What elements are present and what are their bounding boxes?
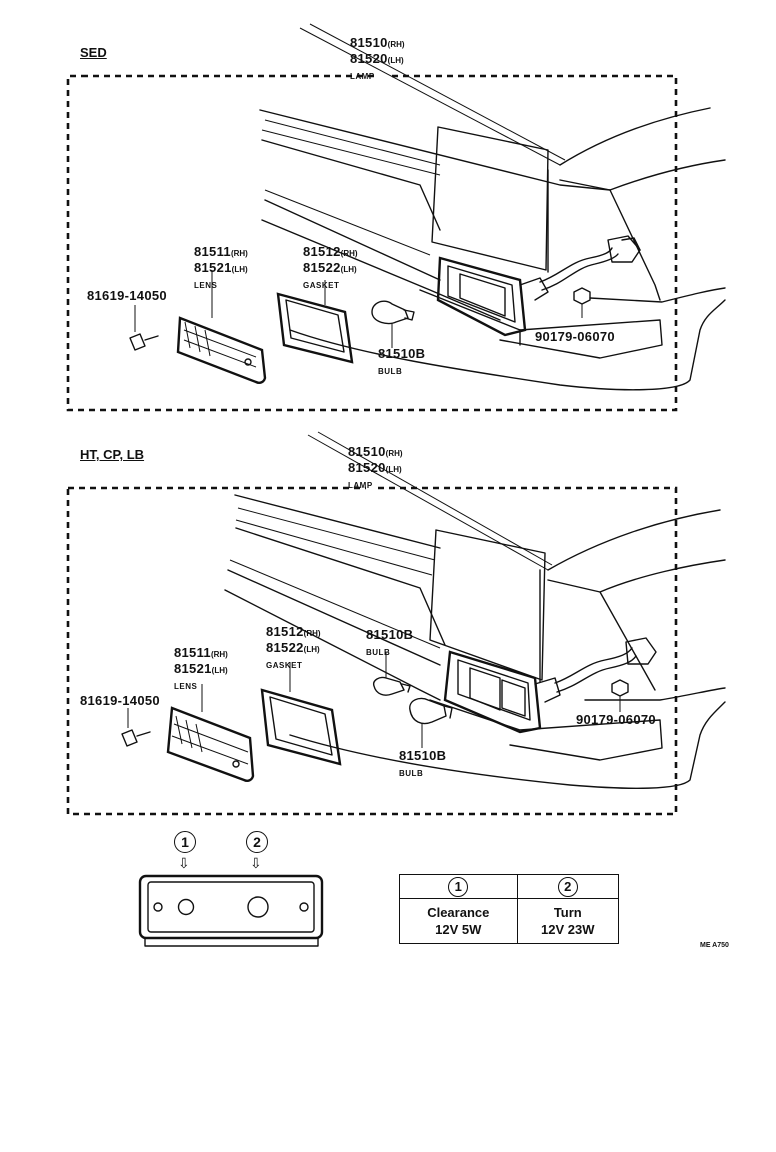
spec-cell-2: Turn 12V 23W <box>516 898 620 944</box>
part-number: 81521 <box>174 661 212 676</box>
legend-lens-drawing <box>138 874 324 947</box>
part-number: 81521 <box>194 260 232 275</box>
ht-lens <box>166 706 255 782</box>
sed-bulb <box>371 300 409 325</box>
side-suffix: (RH) <box>303 629 321 638</box>
part-name: LENS <box>194 281 218 290</box>
ht-group <box>66 431 726 816</box>
ht-nut-label: 90179-06070 <box>576 712 656 727</box>
spec-function-1: Clearance <box>427 905 490 920</box>
part-name: BULB <box>399 769 424 778</box>
ht-gasket <box>260 688 342 766</box>
part-number: 81512 <box>303 244 341 259</box>
part-name: LAMP <box>350 72 375 81</box>
ht-nut <box>611 679 629 697</box>
side-suffix: (LH) <box>231 265 248 274</box>
part-number: 81512 <box>266 624 304 639</box>
side-suffix: (RH) <box>387 40 405 49</box>
side-suffix: (RH) <box>230 249 248 258</box>
part-name: GASKET <box>266 661 303 670</box>
side-suffix: (RH) <box>210 650 228 659</box>
sed-gasket <box>276 292 354 364</box>
part-number: 81510B <box>366 627 414 642</box>
side-suffix: (RH) <box>340 249 358 258</box>
sed-lamp-housing <box>436 256 527 337</box>
part-number: 81510 <box>348 444 386 459</box>
spec-cell-1: Clearance 12V 5W <box>399 898 518 944</box>
part-name: BULB <box>366 648 391 657</box>
bulb-spec-table: 1 2 Clearance 12V 5W Turn 12V 23W <box>399 874 620 944</box>
sed-nut-label: 90179-06070 <box>535 329 615 344</box>
part-number: 81511 <box>174 645 211 660</box>
sed-boundary <box>66 74 678 412</box>
ht-bulb-upper-label: 81510B BULB <box>366 627 413 659</box>
ht-section-title: HT, CP, LB <box>80 447 145 462</box>
side-suffix: (RH) <box>385 449 403 458</box>
drawing-code: ME A750 <box>700 942 729 949</box>
sed-screw <box>129 333 146 351</box>
part-name: BULB <box>378 367 403 376</box>
part-number: 81510B <box>378 346 426 361</box>
part-name: LAMP <box>348 481 373 490</box>
part-number: 81520 <box>350 51 388 66</box>
part-number: 81522 <box>303 260 341 275</box>
ht-screw <box>121 729 138 747</box>
ht-boundary <box>66 486 678 816</box>
side-suffix: (LH) <box>385 465 402 474</box>
legend-marker-1: 1 <box>174 831 196 853</box>
part-number: 81510 <box>350 35 388 50</box>
sed-nut <box>573 287 591 305</box>
sed-lens-label: 81511(RH) 81521(LH) LENS <box>194 244 248 292</box>
ht-bulb-upper <box>373 676 405 696</box>
ht-bulb-lower-label: 81510B BULB <box>399 748 446 780</box>
part-number: 81520 <box>348 460 386 475</box>
spec-function-2: Turn <box>553 905 582 920</box>
ht-lens-label: 81511(RH) 81521(LH) LENS <box>174 645 228 693</box>
sed-lens <box>176 316 267 384</box>
ht-screw-label: 81619-14050 <box>80 693 160 708</box>
part-name: GASKET <box>303 281 340 290</box>
sed-group <box>66 23 726 412</box>
spec-header-2: 2 <box>516 874 620 899</box>
spec-header-1: 1 <box>399 874 518 899</box>
part-number: 81510B <box>399 748 447 763</box>
part-number: 81522 <box>266 640 304 655</box>
sed-bulb-label: 81510B BULB <box>378 346 425 378</box>
sed-section-title: SED <box>80 45 107 60</box>
sed-gasket-label: 81512(RH) 81522(LH) GASKET <box>303 244 358 292</box>
ht-lamp-label: 81510(RH) 81520(LH) LAMP <box>348 444 403 492</box>
ht-gasket-label: 81512(RH) 81522(LH) GASKET <box>266 624 321 672</box>
spec-marker-2: 2 <box>557 876 578 897</box>
arrow-down-icon: ⇩ <box>178 855 190 871</box>
arrow-down-icon: ⇩ <box>250 855 262 871</box>
spec-rating-2: 12V 23W <box>541 922 595 937</box>
spec-rating-1: 12V 5W <box>435 922 482 937</box>
side-suffix: (LH) <box>387 56 404 65</box>
legend-marker-2: 2 <box>246 831 268 853</box>
spec-marker-1: 1 <box>448 876 469 897</box>
sed-lamp-label: 81510(RH) 81520(LH) LAMP <box>350 35 405 83</box>
sed-screw-label: 81619-14050 <box>87 288 167 303</box>
ht-lamp-housing <box>443 650 542 734</box>
part-name: LENS <box>174 682 198 691</box>
side-suffix: (LH) <box>303 645 320 654</box>
part-number: 81511 <box>194 244 231 259</box>
ht-bulb-lower <box>409 697 447 725</box>
side-suffix: (LH) <box>340 265 357 274</box>
side-suffix: (LH) <box>211 666 228 675</box>
